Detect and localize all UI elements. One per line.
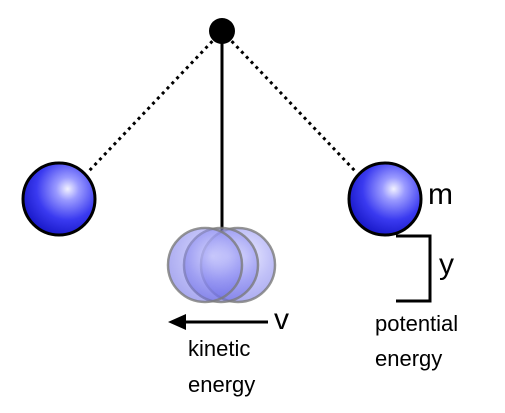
mass-label: m [428, 178, 453, 211]
pivot-point [209, 18, 235, 44]
kinetic-energy-label-line2: energy [188, 372, 256, 397]
velocity-label: v [274, 303, 289, 336]
kinetic-energy-label-line1: kinetic [188, 336, 251, 361]
moving-bob-blur [166, 226, 277, 304]
right-dotted-string [220, 29, 358, 174]
potential-energy-label-line1: potential [375, 311, 459, 336]
left-pendulum-bob [21, 161, 97, 237]
height-label: y [439, 248, 454, 281]
height-bracket [396, 234, 432, 303]
right-pendulum-bob [347, 161, 423, 237]
left-dotted-string [86, 29, 224, 174]
velocity-arrow [168, 314, 268, 330]
potential-energy-label-line2: energy [375, 346, 443, 371]
